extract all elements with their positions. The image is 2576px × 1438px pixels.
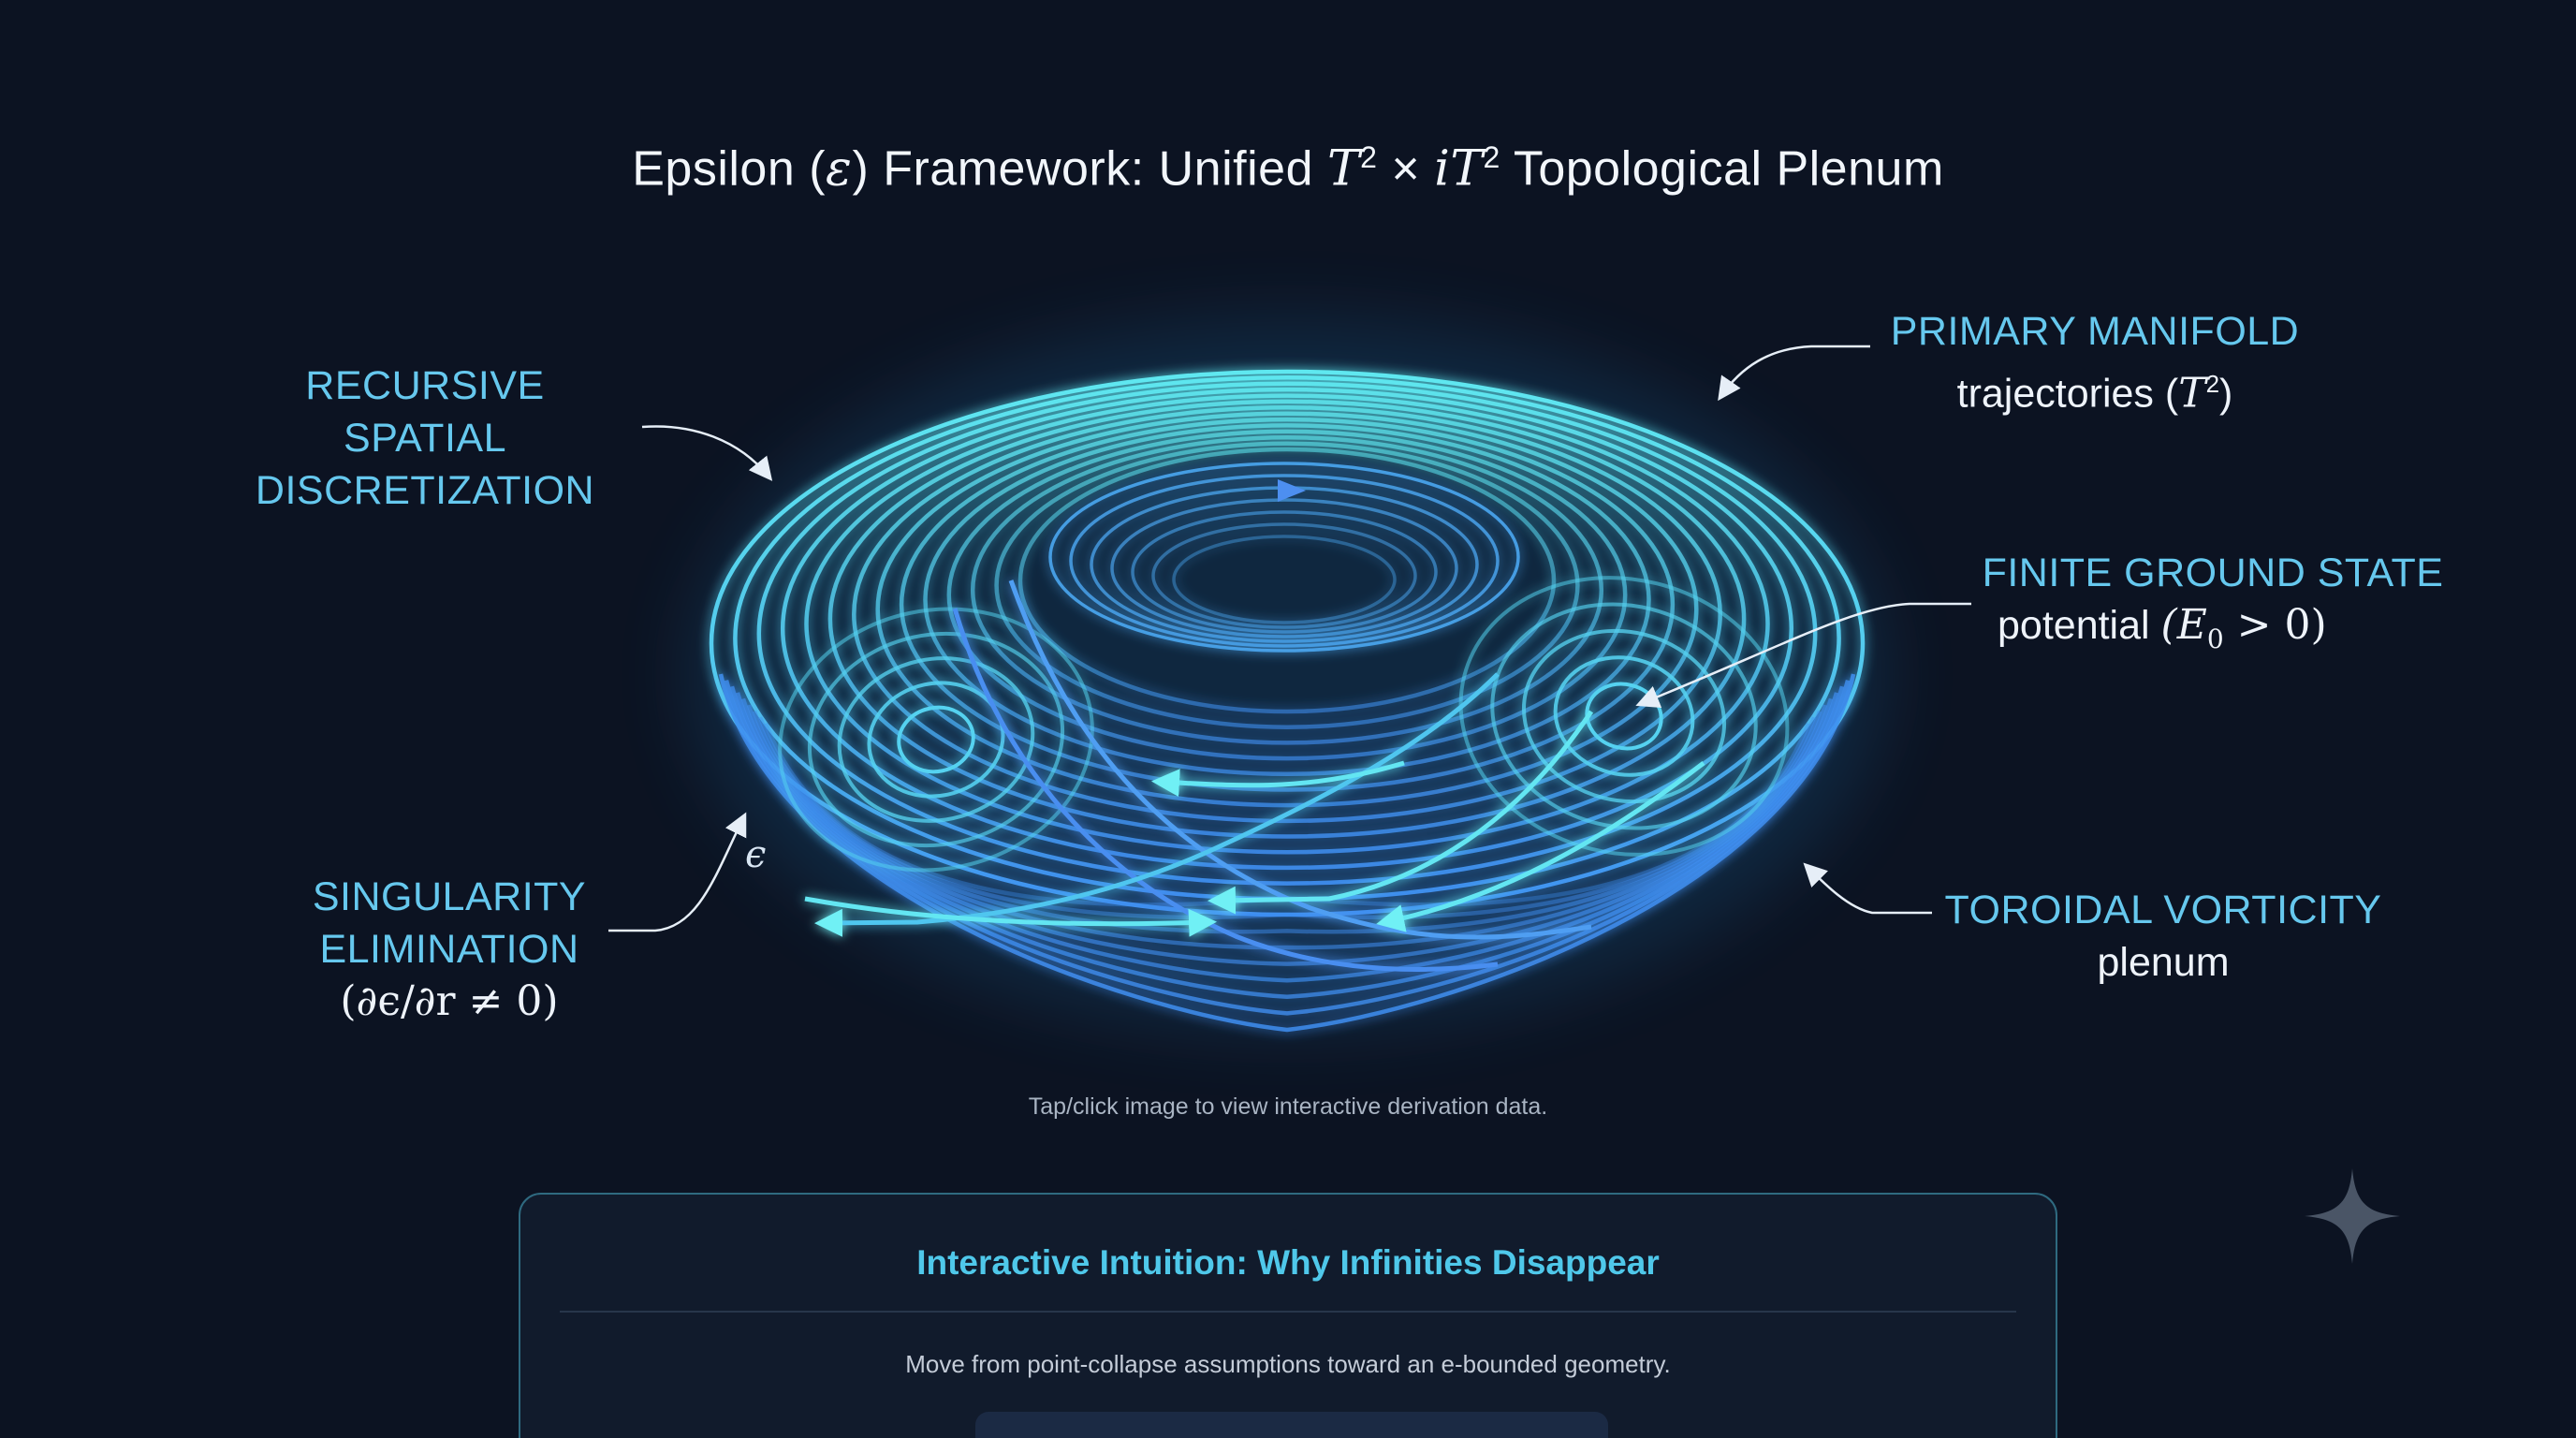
panel-divider [560, 1311, 2016, 1313]
label-singularity-line1: SINGULARITY [312, 874, 587, 919]
label-ground-sub-math: (E0 > 0) [2160, 601, 2327, 654]
title-epsilon: ε [826, 140, 853, 198]
label-finite-ground-state: FINITE GROUND STATE potential (E0 > 0) [1969, 547, 2456, 666]
torus-ring [875, 411, 1699, 808]
label-primary-sub: trajectories (T2) [1880, 358, 2310, 419]
label-recursive-line2: DISCRETIZATION [255, 468, 595, 513]
torus-ring [923, 423, 1651, 777]
label-primary-manifold: PRIMARY MANIFOLD trajectories (T2) [1880, 305, 2310, 419]
flow-arrow-top [1278, 479, 1306, 502]
arrow-ground [1635, 602, 1971, 709]
label-primary-sub-math: T [2178, 369, 2206, 418]
label-primary-sub-exp: 2 [2205, 370, 2220, 398]
label-ground-head: FINITE GROUND STATE [1982, 550, 2444, 595]
title-manifold-b: iT [1434, 140, 1484, 198]
label-ground-sub-e: (E [2160, 601, 2207, 649]
hole-ring [1172, 535, 1397, 624]
torus-ring [899, 417, 1676, 792]
torus-ring [1017, 447, 1557, 714]
arrow-recursive [641, 425, 773, 481]
arrow-singularity [608, 812, 747, 932]
vortex-right-ring [1521, 628, 1727, 804]
sparkle-shape [2305, 1168, 2400, 1264]
label-singularity-line2: ELIMINATION [319, 927, 579, 972]
torus-ring [994, 441, 1580, 729]
label-ground-sub-index: 0 [2206, 623, 2224, 654]
torus-lower-sweep [735, 692, 1839, 983]
arrow-vorticity [1803, 862, 1932, 915]
intuition-panel: Interactive Intuition: Why Infinities Di… [519, 1193, 2057, 1438]
title-middle: ) Framework: Unified [852, 141, 1327, 197]
vortex-left-ring [837, 656, 1035, 823]
label-ground-sub-rest: > 0) [2223, 601, 2327, 649]
hole-ring [1069, 474, 1500, 648]
title-manifold-a-exp: 2 [1360, 140, 1378, 174]
torus-ring [852, 405, 1722, 824]
cross-flow-7 [1376, 761, 1705, 932]
title-prefix: Epsilon ( [632, 141, 827, 197]
torus-inner-hole [1048, 462, 1520, 653]
label-ground-sub-text: potential [1998, 603, 2161, 648]
vortex-left-ring [807, 631, 1065, 848]
hole-ring [1151, 522, 1417, 629]
cross-flow-1 [1008, 580, 1592, 940]
torus-lower-sweep [740, 697, 1834, 966]
panel-title: Interactive Intuition: Why Infinities Di… [916, 1243, 1660, 1282]
torus-lower-sweep [729, 685, 1845, 1000]
torus-ring [827, 399, 1747, 839]
cross-flow-4 [1208, 710, 1594, 915]
title-suffix: Topological Plenum [1500, 141, 1944, 197]
cross-flow-3 [814, 672, 1500, 937]
panel-control[interactable] [975, 1412, 1608, 1438]
epsilon-mark: ϵ [745, 833, 767, 876]
torus-ring [756, 381, 1818, 886]
title-manifold-a: T [1326, 140, 1361, 198]
torus-ring [946, 429, 1628, 761]
vortex-left-ring [778, 607, 1094, 873]
page-title: Epsilon (ε) Framework: Unified T2 × iT2 … [0, 140, 2576, 197]
callout-arrows [608, 345, 1971, 932]
torus-ring [970, 434, 1604, 745]
sparkle-icon [2301, 1165, 2404, 1272]
vortex-right-ring [1490, 602, 1758, 830]
hole-ring [1131, 510, 1438, 634]
vortex-right [1458, 576, 1790, 857]
hole-ring [1110, 498, 1458, 638]
title-times: × [1377, 141, 1435, 197]
label-vorticity-sub: plenum [2097, 940, 2230, 985]
label-primary-sub-close: ) [2219, 371, 2233, 417]
arrow-primary [1718, 345, 1870, 402]
panel-description: Move from point-collapse assumptions tow… [905, 1350, 1671, 1378]
label-primary-head: PRIMARY MANIFOLD [1890, 309, 2300, 354]
label-recursive-discretization: RECURSIVE SPATIAL DISCRETIZATION [219, 360, 631, 517]
torus-ring [780, 387, 1794, 871]
torus-ring [804, 393, 1770, 855]
label-singularity-elimination: SINGULARITY ELIMINATION (∂ϵ/∂r ≠ 0) [271, 871, 627, 1028]
sparkle-icon-svg [2305, 1168, 2400, 1264]
cross-flows [804, 580, 1705, 973]
interaction-hint: Tap/click image to view interactive deri… [1028, 1093, 1548, 1120]
label-vorticity-head: TOROIDAL VORTICITY [1944, 888, 2382, 932]
cross-flow-6 [804, 896, 1217, 937]
torus-ambient-glow [688, 318, 1886, 1030]
label-primary-sub-text: trajectories ( [1956, 371, 2179, 417]
vortex-left-ring [897, 705, 975, 774]
label-ground-sub: potential (E0 > 0) [1969, 599, 2456, 666]
torus-lower-sweep [746, 704, 1828, 950]
label-singularity-math: (∂ϵ/∂r ≠ 0) [340, 977, 559, 1025]
label-recursive-line1: RECURSIVE SPATIAL [305, 363, 545, 461]
flow-arrowhead-top [1278, 479, 1306, 502]
hole-ring [1048, 462, 1520, 653]
title-manifold-b-exp: 2 [1483, 140, 1500, 174]
vortex-right-ring [1458, 576, 1790, 857]
label-toroidal-vorticity: TOROIDAL VORTICITY plenum [1943, 884, 2383, 989]
cross-flow-5 [1151, 760, 1405, 798]
vortex-right-ring [1585, 682, 1663, 751]
vortex-right-ring [1553, 655, 1695, 777]
